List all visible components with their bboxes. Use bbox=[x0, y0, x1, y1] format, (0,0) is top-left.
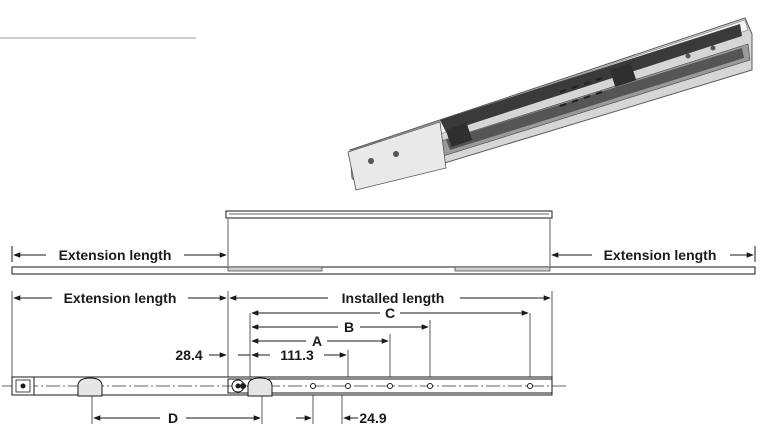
extended-slide-top-view bbox=[11, 210, 756, 275]
extension-length-left-dimension: Extension length bbox=[11, 246, 227, 263]
dimension-a: A bbox=[251, 333, 389, 349]
dimension-111-3-label: 111.3 bbox=[280, 347, 314, 363]
installed-slide-extension-lines bbox=[11, 291, 553, 424]
dimension-24-9: 24.9 bbox=[296, 410, 387, 424]
extension-length-bottom-dimension: Extension length bbox=[13, 290, 227, 306]
dimension-d: D bbox=[93, 410, 261, 424]
dimension-d-label: D bbox=[168, 410, 178, 424]
extension-length-bottom-label: Extension length bbox=[64, 290, 177, 306]
dimension-c-label: C bbox=[385, 305, 395, 321]
installed-slide-side-view bbox=[2, 376, 566, 397]
installed-length-dimension: Installed length bbox=[229, 290, 551, 306]
dimension-111-3: 111.3 bbox=[251, 347, 347, 363]
dimension-c: C bbox=[251, 305, 529, 321]
dimension-b-label: B bbox=[344, 319, 354, 335]
dimension-28-4-label: 28.4 bbox=[175, 347, 202, 363]
extension-length-right-label: Extension length bbox=[604, 247, 717, 263]
installed-length-label: Installed length bbox=[342, 290, 445, 306]
extension-length-right-dimension: Extension length bbox=[551, 246, 756, 263]
dimension-b: B bbox=[251, 319, 429, 335]
extension-length-left-label: Extension length bbox=[59, 247, 172, 263]
dimension-24-9-label: 24.9 bbox=[359, 410, 386, 424]
dimension-a-label: A bbox=[312, 333, 322, 349]
slide-product-photo bbox=[347, 17, 753, 191]
dimension-28-4: 28.4 bbox=[175, 347, 250, 363]
